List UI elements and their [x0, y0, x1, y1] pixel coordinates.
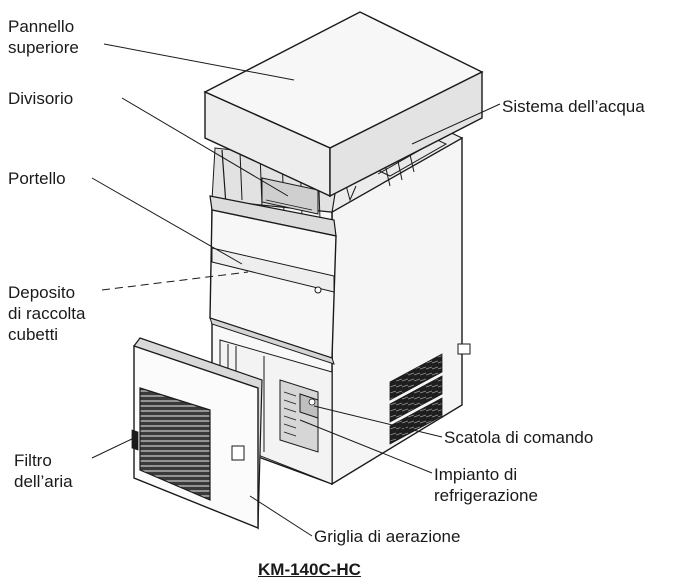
- leader-control-box: [313, 405, 443, 438]
- leader-refrigeration: [299, 419, 433, 474]
- label-control-box: Scatola di comando: [444, 428, 594, 447]
- evaporator-plate: [261, 177, 319, 215]
- leader-lines: [91, 43, 501, 537]
- leader-door: [91, 177, 243, 265]
- leader-top-panel: [103, 43, 295, 81]
- label-air-filter: Filtro dell’aria: [14, 451, 73, 491]
- plate-edge: [265, 199, 313, 211]
- leader-air-filter: [91, 437, 135, 459]
- leader-ice-bin: [101, 271, 249, 291]
- model-name: KM-140C-HC: [258, 560, 361, 579]
- label-top-panel: Pannello superiore: [8, 17, 79, 57]
- label-door: Portello: [8, 169, 66, 188]
- drain-stub: [457, 343, 471, 355]
- label-divider: Divisorio: [8, 89, 74, 108]
- leader-water-system: [411, 103, 501, 145]
- label-water-system: Sistema dell’acqua: [502, 97, 645, 116]
- leader-divider: [121, 97, 289, 197]
- leader-louver: [249, 495, 313, 537]
- side-vents: [389, 353, 443, 445]
- control-box-unit: [279, 379, 319, 453]
- top-panel: [203, 11, 484, 198]
- label-ice-bin: Deposito di raccolta cubetti: [8, 283, 86, 344]
- label-louver: Griglia di aerazione: [314, 527, 461, 546]
- louver-panel: [131, 337, 263, 530]
- divider-post: [239, 151, 243, 201]
- door: [209, 195, 337, 365]
- label-refrigeration: Impianto di refrigerazione: [434, 465, 538, 505]
